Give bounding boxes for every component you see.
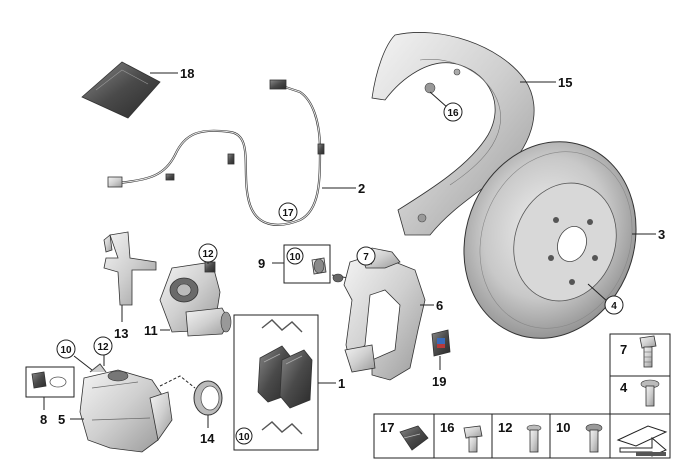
- legend-7-label: 7: [620, 342, 627, 357]
- part-8-bleeder-cap: [31, 371, 67, 389]
- callout-14: 14: [200, 431, 215, 446]
- legend-16-label: 16: [440, 420, 454, 435]
- part-2-wear-sensor: [107, 79, 325, 226]
- part-6-caliper-carrier: [331, 247, 426, 381]
- legend-17-clip: [399, 425, 429, 451]
- callout-15: 15: [558, 75, 572, 90]
- part-9-guide-bolt: [311, 257, 327, 275]
- part-1-brake-pads: [257, 319, 313, 435]
- part-11-actuator-motor: [159, 261, 232, 337]
- callout-2: 2: [358, 181, 365, 196]
- circled-10-box9: 10: [289, 252, 301, 263]
- legend-right: 7 4: [609, 333, 671, 415]
- callout-18: 18: [180, 66, 194, 81]
- box-part-8: [25, 366, 75, 398]
- callout-19: 19: [432, 374, 446, 389]
- part-15-dust-shield: [371, 32, 535, 236]
- legend-10-label: 10: [556, 420, 570, 435]
- circled-7-carrier: 7: [363, 252, 369, 263]
- legend-7-bolt: [639, 335, 657, 368]
- callout-11: 11: [144, 323, 158, 338]
- callout-1: 1: [338, 376, 345, 391]
- circled-12-motor: 12: [202, 249, 214, 260]
- callout-3: 3: [658, 227, 665, 242]
- legend-12-screw: [526, 424, 542, 453]
- legend-10-screw: [585, 423, 603, 453]
- callout-6: 6: [436, 298, 443, 313]
- circled-4-disc: 4: [611, 301, 617, 312]
- circled-16-shield: 16: [447, 108, 459, 119]
- circled-17-sensor: 17: [282, 208, 294, 219]
- callout-9: 9: [258, 256, 265, 271]
- part-5-caliper-housing: [79, 363, 173, 453]
- part-18-protective-cover: [81, 61, 161, 119]
- legend-16-bolt: [463, 425, 483, 453]
- legend-12-label: 12: [498, 420, 512, 435]
- callout-5: 5: [58, 412, 65, 427]
- legend-4-screw: [640, 379, 660, 407]
- circled-10-box1: 10: [238, 432, 250, 443]
- callout-13: 13: [114, 326, 128, 341]
- legend-bottom: 17 16 12 10: [373, 413, 671, 459]
- part-14-seal-ring: [193, 380, 223, 416]
- legend-arrow-icon: [616, 425, 668, 457]
- legend-17-label: 17: [380, 420, 394, 435]
- box-part-9: [283, 244, 331, 284]
- circled-10-caliper: 10: [60, 345, 72, 356]
- part-3-brake-disc: [463, 141, 637, 339]
- callout-8: 8: [40, 412, 47, 427]
- circled-12-caliper: 12: [97, 342, 109, 353]
- part-19-wear-indicator: [431, 329, 451, 357]
- legend-4-label: 4: [620, 380, 628, 395]
- part-13-bracket: [103, 231, 157, 306]
